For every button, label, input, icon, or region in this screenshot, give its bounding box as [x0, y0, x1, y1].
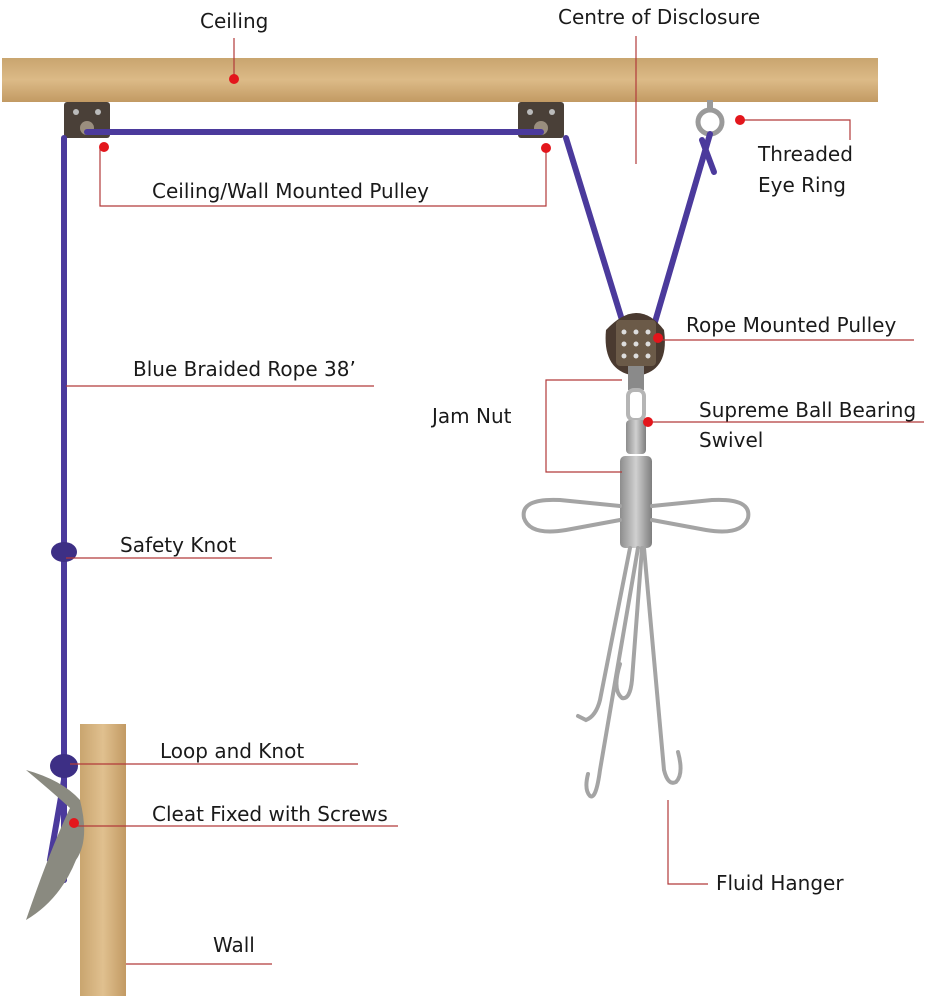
loop-knot	[50, 754, 78, 778]
markers	[69, 74, 745, 828]
rope-mounted-pulley	[605, 313, 665, 390]
leader-lines	[66, 36, 924, 965]
label-eye-ring-2: Eye Ring	[758, 173, 846, 197]
label-wall: Wall	[213, 933, 255, 957]
label-eye-ring-1: Threaded	[758, 142, 853, 166]
marker-right-pulley	[541, 143, 551, 153]
marker-ceiling	[229, 74, 239, 84]
marker-cleat	[69, 818, 79, 828]
marker-eye-ring	[735, 115, 745, 125]
fluid-hanger	[521, 456, 751, 799]
marker-swivel	[643, 417, 653, 427]
marker-left-pulley	[99, 142, 109, 152]
label-fluid-hanger: Fluid Hanger	[716, 871, 844, 895]
label-loop-knot: Loop and Knot	[160, 739, 305, 763]
ball-bearing-swivel	[626, 388, 646, 454]
label-wall-pulley: Ceiling/Wall Mounted Pulley	[152, 179, 429, 203]
label-rope-pulley: Rope Mounted Pulley	[686, 313, 897, 337]
marker-rope-pulley	[653, 333, 663, 343]
wall-post	[80, 724, 126, 996]
safety-knot	[51, 542, 77, 562]
label-cleat: Cleat Fixed with Screws	[152, 802, 388, 826]
threaded-eye-ring	[695, 100, 725, 137]
cleat	[26, 770, 85, 920]
label-safety-knot: Safety Knot	[120, 533, 237, 557]
label-jam-nut: Jam Nut	[432, 404, 512, 428]
ceiling-beam	[2, 58, 878, 102]
label-ceiling: Ceiling	[200, 9, 269, 33]
label-swivel-2: Swivel	[699, 428, 764, 452]
label-rope: Blue Braided Rope 38’	[133, 357, 356, 381]
label-swivel-1: Supreme Ball Bearing	[699, 398, 917, 422]
label-centre-of-disclosure: Centre of Disclosure	[558, 5, 761, 29]
